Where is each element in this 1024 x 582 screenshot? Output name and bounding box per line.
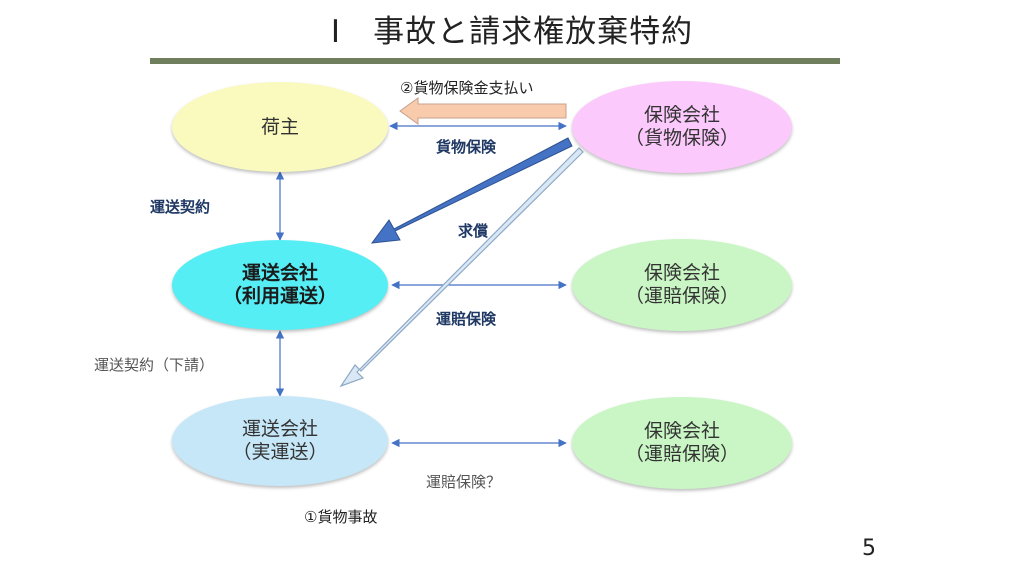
- node-cargo-insurer-line-2: （貨物保険）: [624, 127, 739, 149]
- page-number: 5: [862, 536, 876, 561]
- node-carrier-contract: 運送会社 （利用運送）: [172, 240, 388, 330]
- node-carrier-actual-line-2: （実運送）: [232, 441, 328, 463]
- node-cargo-insurer-line-1: 保険会社: [643, 104, 720, 126]
- node-liability-insurer-1-line-2: （運賠保険）: [624, 285, 739, 307]
- label-cargo-insurance: 貨物保険: [436, 138, 497, 156]
- node-carrier-contract-line-2: （利用運送）: [222, 285, 337, 307]
- label-transport-contract: 運送契約: [150, 198, 211, 216]
- node-liability-insurer-2: 保険会社 （運賠保険）: [572, 397, 792, 489]
- label-liability-insurance: 運賠保険: [436, 310, 497, 328]
- node-carrier-actual-line-1: 運送会社: [241, 418, 318, 440]
- title-rule: [150, 58, 840, 64]
- label-subcontract: 運送契約（下請）: [94, 356, 215, 374]
- node-cargo-insurer: 保険会社 （貨物保険）: [572, 81, 792, 173]
- node-shipper: 荷主: [172, 82, 388, 172]
- node-liability-insurer-2-line-1: 保険会社: [643, 420, 720, 442]
- subrogation-arrow: [370, 137, 573, 244]
- slide-title: Ⅰ 事故と請求権放棄特約: [330, 14, 694, 50]
- label-liability-insurance-question: 運賠保険？: [426, 473, 502, 491]
- label-payment: ②貨物保険金支払い: [400, 79, 534, 97]
- label-subrogation: 求償: [458, 222, 489, 240]
- node-liability-insurer-1-line-1: 保険会社: [643, 262, 720, 284]
- node-liability-insurer-2-line-2: （運賠保険）: [624, 443, 739, 465]
- node-shipper-line-1: 荷主: [260, 115, 299, 138]
- label-accident: ①貨物事故: [304, 508, 378, 526]
- claim-outline-arrow: [339, 147, 584, 388]
- node-carrier-contract-line-1: 運送会社: [241, 262, 318, 284]
- node-liability-insurer-1: 保険会社 （運賠保険）: [572, 239, 792, 331]
- payment-arrow: [399, 97, 567, 125]
- node-carrier-actual: 運送会社 （実運送）: [172, 396, 388, 486]
